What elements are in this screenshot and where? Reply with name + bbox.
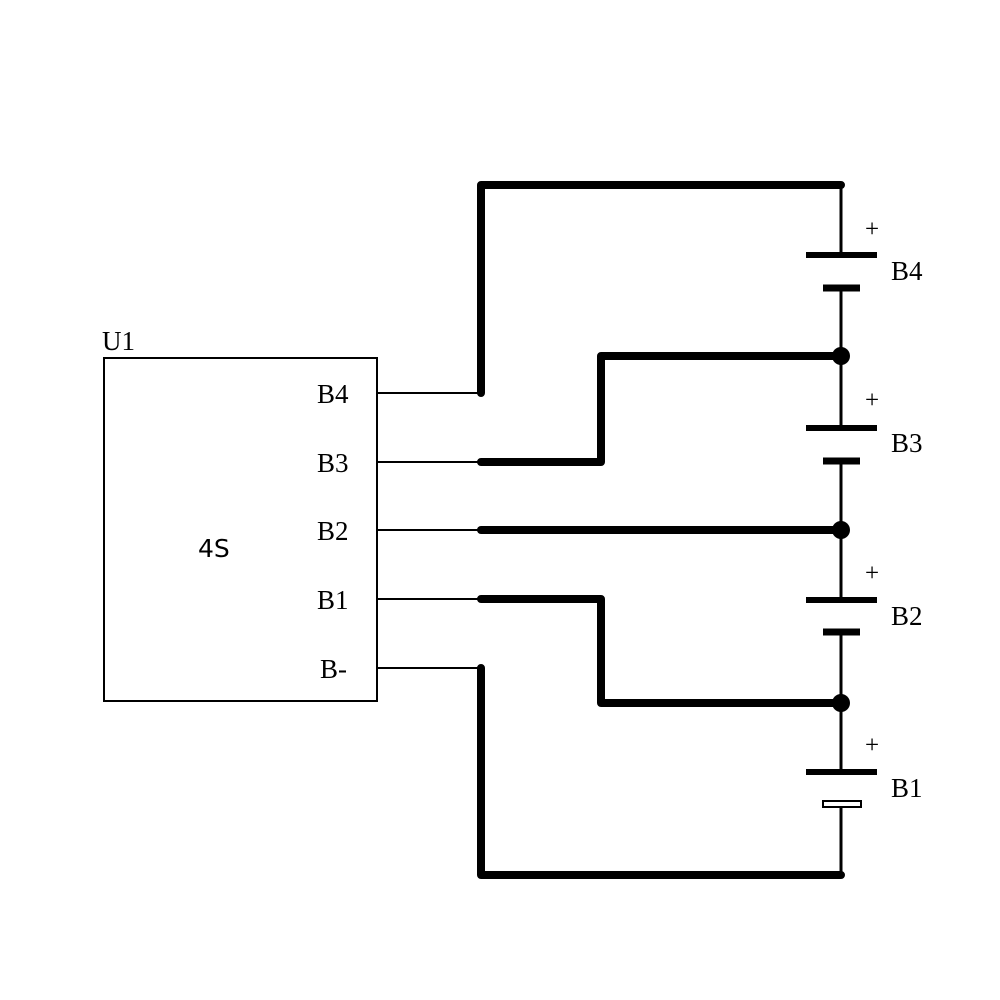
junction-dot-b1	[832, 694, 850, 712]
junction-dot-b2	[832, 521, 850, 539]
ic-value-label: 4S	[198, 534, 230, 563]
wire-bminus	[477, 664, 845, 879]
wire-b1	[477, 595, 845, 707]
battery-b4-plus: +	[865, 216, 879, 243]
pin-label-b3: B3	[317, 448, 349, 478]
battery-b4-label: B4	[891, 256, 923, 286]
wire-b3	[477, 352, 845, 466]
ic-ref-label: U1	[102, 326, 135, 356]
battery-b3: + B3	[806, 387, 923, 465]
pin-label-b4: B4	[317, 379, 349, 409]
junction-dot-b3	[832, 347, 850, 365]
pin-label-bminus: B-	[320, 654, 347, 684]
wire-b4	[477, 181, 845, 397]
pin-label-b1: B1	[317, 585, 349, 615]
battery-b1: + B1	[806, 732, 923, 808]
battery-b4: + B4	[806, 216, 923, 292]
battery-b1-label: B1	[891, 773, 923, 803]
battery-b2-label: B2	[891, 601, 923, 631]
battery-b2: + B2	[806, 560, 923, 636]
ic-box	[103, 357, 378, 702]
pin-label-b2: B2	[317, 516, 349, 546]
battery-b3-label: B3	[891, 428, 923, 458]
battery-b1-plus: +	[865, 732, 879, 759]
battery-b3-plus: +	[865, 387, 879, 414]
battery-b1-negative-plate	[822, 800, 862, 808]
battery-b2-plus: +	[865, 560, 879, 587]
